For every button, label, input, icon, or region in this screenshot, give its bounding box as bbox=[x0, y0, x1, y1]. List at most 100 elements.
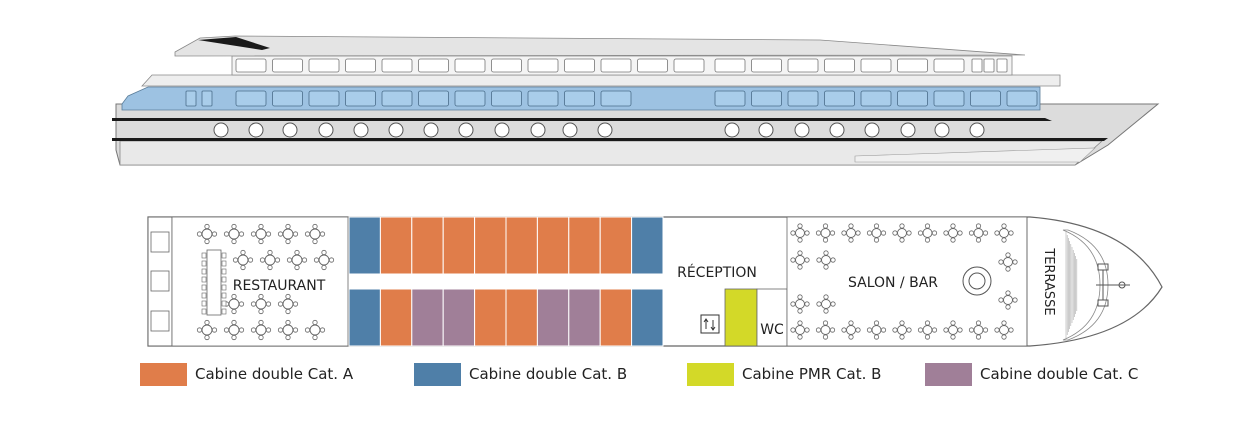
table-cluster bbox=[994, 320, 1014, 340]
table-cluster bbox=[223, 319, 245, 341]
stern-box-1 bbox=[150, 231, 170, 253]
porthole bbox=[494, 122, 510, 138]
legend-label-cat-a: Cabine double Cat. A bbox=[195, 365, 354, 383]
chair bbox=[201, 284, 207, 291]
window bbox=[308, 58, 340, 73]
cabin-cat-a bbox=[474, 288, 507, 347]
table-cluster bbox=[968, 223, 989, 243]
cabin-cat-c bbox=[536, 288, 570, 347]
table-cluster bbox=[259, 249, 281, 271]
window bbox=[381, 90, 413, 107]
cabin-cat-c bbox=[411, 288, 444, 347]
table-cluster bbox=[816, 250, 836, 270]
cabin-cat-a bbox=[568, 216, 601, 275]
window bbox=[272, 90, 303, 107]
porthole bbox=[318, 122, 334, 138]
cabins-top-row bbox=[348, 216, 664, 275]
legend-swatch-pmr-b bbox=[687, 362, 734, 386]
anchor-icon bbox=[1096, 263, 1130, 307]
legend-swatch-cat-a bbox=[140, 362, 187, 386]
window bbox=[564, 90, 595, 107]
table-cluster bbox=[790, 320, 810, 340]
cabin-cat-a bbox=[442, 216, 476, 275]
table-cluster bbox=[866, 223, 887, 243]
table-cluster bbox=[223, 293, 245, 315]
cabin-cat-b bbox=[631, 216, 664, 275]
table-cluster bbox=[943, 223, 963, 243]
restaurant-label: RESTAURANT bbox=[233, 278, 326, 294]
porthole bbox=[794, 122, 810, 138]
table-cluster bbox=[841, 223, 861, 243]
legend-item-cat-c: Cabine double Cat. C bbox=[925, 362, 1138, 386]
legend-item-pmr-b: Cabine PMR Cat. B bbox=[687, 362, 881, 386]
table-cluster bbox=[917, 320, 938, 340]
sun-deck bbox=[174, 35, 1026, 57]
porthole bbox=[353, 122, 369, 138]
legend-label-cat-b: Cabine double Cat. B bbox=[469, 365, 628, 383]
table-cluster bbox=[277, 293, 299, 315]
window bbox=[600, 90, 632, 107]
window bbox=[454, 90, 486, 107]
table-cluster bbox=[816, 294, 836, 314]
chair bbox=[201, 300, 207, 307]
hull-stripe-top bbox=[112, 118, 1052, 121]
chair bbox=[221, 252, 227, 259]
window bbox=[454, 58, 486, 73]
porthole bbox=[248, 122, 264, 138]
window bbox=[971, 58, 983, 73]
window bbox=[824, 90, 855, 107]
porthole bbox=[724, 122, 740, 138]
table-cluster bbox=[286, 249, 308, 271]
bow-stairs bbox=[1062, 229, 1109, 341]
table-cluster bbox=[841, 320, 861, 340]
table-cluster bbox=[250, 293, 272, 315]
table-cluster bbox=[790, 250, 810, 270]
cabin-cat-a bbox=[474, 216, 507, 275]
chair bbox=[201, 260, 207, 267]
legend-item-cat-a: Cabine double Cat. A bbox=[140, 362, 353, 386]
portholes bbox=[213, 122, 985, 138]
table-cluster bbox=[304, 319, 326, 341]
elevator-box bbox=[700, 314, 720, 334]
chair bbox=[201, 308, 207, 315]
chair bbox=[221, 276, 227, 283]
window bbox=[933, 90, 965, 107]
porthole bbox=[282, 122, 298, 138]
table-cluster bbox=[892, 223, 912, 243]
window bbox=[983, 58, 995, 73]
porthole bbox=[423, 122, 439, 138]
chair bbox=[201, 252, 207, 259]
pmr-cabin bbox=[724, 288, 758, 347]
stern-box-3 bbox=[150, 310, 170, 332]
table-cluster bbox=[196, 223, 218, 245]
table-cluster bbox=[232, 249, 254, 271]
deck-plan: RESTAURANT RÉCEPTION WC SALON / BAR TERR… bbox=[147, 216, 1163, 347]
porthole bbox=[934, 122, 950, 138]
window bbox=[272, 58, 303, 73]
porthole bbox=[530, 122, 546, 138]
window bbox=[1006, 90, 1038, 107]
window bbox=[637, 58, 668, 73]
window bbox=[824, 58, 855, 73]
window bbox=[381, 58, 413, 73]
porthole bbox=[864, 122, 880, 138]
window bbox=[751, 58, 782, 73]
chair bbox=[221, 292, 227, 299]
table-cluster bbox=[313, 249, 335, 271]
window bbox=[235, 58, 267, 73]
terrasse-label: TERRASSE bbox=[1041, 247, 1056, 315]
wc-room bbox=[756, 288, 788, 347]
cabin-cat-a bbox=[379, 288, 413, 347]
chair bbox=[201, 292, 207, 299]
table-cluster bbox=[790, 294, 810, 314]
upper-deck bbox=[141, 74, 1061, 87]
buffet-table bbox=[206, 249, 222, 316]
chair bbox=[221, 300, 227, 307]
cabin-cat-c bbox=[442, 288, 476, 347]
window bbox=[787, 90, 819, 107]
table-cluster bbox=[815, 223, 836, 243]
window bbox=[527, 90, 559, 107]
legend-label-pmr-b: Cabine PMR Cat. B bbox=[742, 365, 882, 383]
table-cluster bbox=[250, 223, 272, 245]
